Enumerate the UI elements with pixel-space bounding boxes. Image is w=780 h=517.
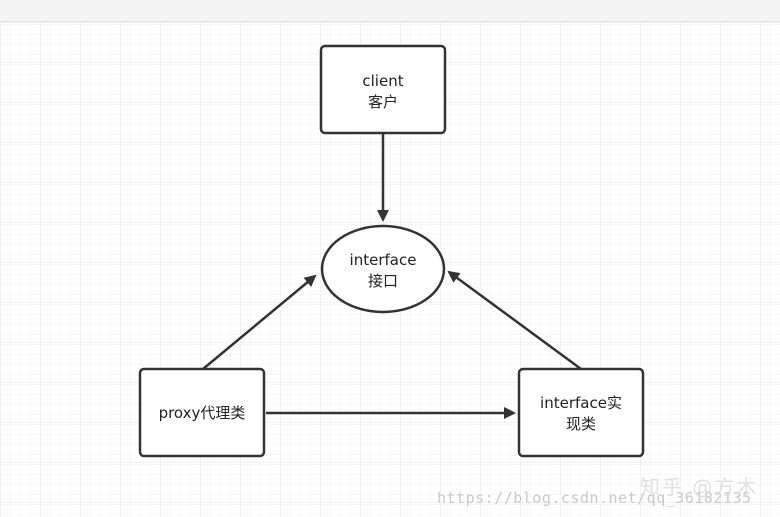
node-impl-box bbox=[517, 367, 645, 458]
node-interface-label-line1: interface bbox=[350, 251, 417, 269]
watermark-url: https://blog.csdn.net/qq_36182135 bbox=[437, 489, 752, 507]
node-client-label-line2: 客户 bbox=[368, 93, 398, 111]
node-interface[interactable]: interface 接口 bbox=[320, 224, 446, 314]
node-impl-label-line1: interface实 bbox=[540, 394, 622, 412]
edge-impl-to-interface bbox=[447, 270, 582, 371]
node-impl[interactable]: interface实 现类 bbox=[517, 367, 645, 458]
node-client-box bbox=[319, 44, 447, 135]
node-interface-label-line2: 接口 bbox=[368, 272, 398, 290]
node-proxy[interactable]: proxy代理类 bbox=[138, 367, 266, 458]
node-client[interactable]: client 客户 bbox=[319, 44, 447, 135]
node-proxy-box bbox=[138, 367, 266, 458]
top-bar bbox=[0, 0, 780, 22]
node-interface-ellipse bbox=[320, 224, 446, 314]
node-impl-label-line2: 现类 bbox=[566, 415, 596, 433]
watermark-brand: 知乎 @方木 bbox=[640, 475, 759, 499]
node-client-label-line1: client bbox=[362, 72, 403, 90]
edge-proxy-to-interface bbox=[202, 274, 317, 370]
node-proxy-label: proxy代理类 bbox=[159, 404, 246, 422]
